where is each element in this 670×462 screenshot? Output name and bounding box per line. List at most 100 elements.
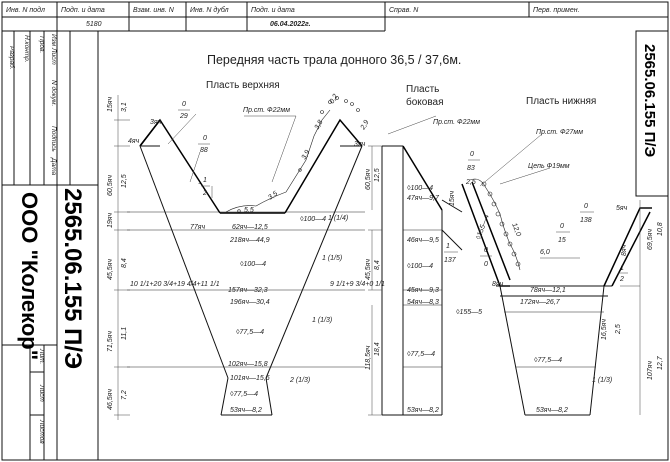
rope-top-path (225, 109, 331, 213)
side-dim-8-4: 8,4 (374, 260, 381, 270)
dim-8-4: 8,4 (121, 258, 128, 268)
podp-data-2: Подп. и дата (251, 6, 295, 14)
frac-29: 29 (179, 113, 188, 120)
row-196yach: 196яч—30,4 (230, 299, 270, 306)
row-218yach: 218яч—44,9 (229, 237, 270, 244)
sprav-n: Справ. N (389, 7, 419, 14)
frac-1-1-4: 1 (1/4) (328, 215, 348, 222)
val-3-9: 3,9 (301, 149, 312, 161)
bot-dim-10-8: 10,8 (657, 222, 664, 236)
frac-0b: 0 (203, 135, 207, 142)
svg-text:−: − (198, 181, 202, 188)
date-value: 06.04.2022г. (270, 21, 311, 28)
svg-text:15: 15 (558, 237, 566, 244)
val-3-5: 3,5 (267, 190, 279, 201)
lbl-rope27: Пр.ст. Ф27мм (536, 129, 583, 136)
mesh-100-4b: ◊100—4 (240, 261, 266, 268)
bottom-leaders (479, 133, 641, 415)
left-strip-cols (2, 31, 98, 460)
frac-88: 88 (200, 147, 208, 154)
mesh-155-5: ◊155—5 (456, 309, 482, 316)
bot-dim-2-5: 2,5 (615, 324, 622, 335)
svg-text:137: 137 (444, 257, 457, 264)
lbl-8yach: 8яч (492, 281, 504, 288)
mesh-100-4a: ◊100—4 (300, 216, 326, 223)
stamp-top-labels: Инв. N подл Подп. и дата Взам. инв. N Ин… (6, 6, 580, 28)
dim-15yach: 15яч (107, 96, 114, 112)
doc-number-left: 2565.06.155 П/Э (59, 188, 86, 369)
val-6-0: 6,0 (540, 249, 550, 256)
bot-frac-1-3: 1 (1/3) (592, 377, 612, 384)
svg-text:1: 1 (446, 243, 450, 250)
col-list: Лист (50, 47, 57, 65)
perv-primen: Перв. примен. (533, 7, 580, 14)
lbl-listov: Листов (38, 419, 45, 444)
bot-r1: 78яч—12,1 (530, 287, 566, 294)
bot-dim-107: 107яч (647, 361, 654, 380)
frac-0: 0 (182, 101, 186, 108)
lbl-5yach: 5яч (616, 205, 628, 212)
val-5-5: 5,5 (244, 207, 254, 214)
lbl-nkontr: Н.контр. (23, 35, 30, 63)
bottom-panel-labels: Пр.ст. Ф27мм Цепь Ф19мм 0 83 2,5 12,0 5я… (456, 129, 664, 414)
company-name: ООО "Колекор" (17, 192, 42, 360)
bot-r2: 172яч—26,7 (520, 299, 561, 306)
col-podpis: Подпись (50, 126, 58, 152)
svg-text:0: 0 (584, 203, 588, 210)
side-dim-18-4: 18,4 (374, 342, 381, 356)
vzam-inv: Взам. инв. N (133, 7, 175, 14)
svg-text:1: 1 (620, 265, 624, 272)
lbl-vyach: 8яч (621, 244, 628, 256)
side-mesh-100b: ◊100—4 (407, 263, 433, 270)
svg-text:3яч: 3яч (354, 141, 366, 148)
val-2-9: 2,9 (359, 119, 370, 132)
top-panel-outline (127, 118, 365, 416)
row-101yach: 101яч—15,6 (230, 375, 270, 382)
panel-top-label: Пласть верхняя (206, 80, 280, 91)
side-mesh-100a: ◊100—4 (407, 185, 433, 192)
dim-46-5yach: 46,5яч (107, 389, 114, 410)
rope-top-dots (237, 96, 360, 213)
dim-71-5yach: 71,5яч (107, 331, 114, 352)
svg-text:2: 2 (202, 190, 207, 197)
side-dim-45-5: 45,5яч (365, 259, 372, 280)
chain-links (481, 181, 521, 267)
val-2-5: 2,5 (465, 179, 476, 186)
val-0-2: 0,2 (329, 93, 340, 105)
panel-side-label-1: Пласть (406, 84, 439, 95)
bot-mesh-77: ◊77,5—4 (534, 357, 562, 364)
inv-podl: Инв. N подл (6, 6, 45, 14)
num-5180: 5180 (86, 21, 102, 28)
svg-text:1: 1 (203, 177, 207, 184)
top-panel-labels: 4яч 3яч 0 29 0 88 1 − 2 Пр.ст. Ф22мм 5,5… (128, 93, 371, 414)
lbl-4yach: 4яч (128, 138, 140, 145)
side-dim-lines (368, 115, 437, 416)
dim-3-1: 3,1 (121, 102, 128, 112)
side-r4: 54яч—8,3 (407, 299, 439, 306)
inv-dubl: Инв. N дубл (190, 6, 229, 14)
svg-text:0: 0 (484, 261, 488, 268)
bot-dim-16-5: 16,5яч (601, 319, 608, 340)
bot-r3: 53яч—8,2 (536, 407, 568, 414)
row-77yach: 77яч (190, 224, 206, 231)
svg-text:83: 83 (467, 165, 475, 172)
lbl-prov: Пров. (38, 36, 45, 53)
top-left-dims: 15яч 3,1 60,5яч 12,5 19яч 45,5яч 8,4 71,… (107, 96, 128, 410)
side-dim-118-5: 118,5яч (365, 345, 372, 370)
bot-dim-12-7: 12,7 (657, 355, 664, 370)
dim-45-5yach: 45,5яч (107, 259, 114, 280)
frac-1-3a: 1 (1/3) (312, 317, 332, 324)
stamp-top-cells (56, 2, 530, 31)
row-102yach: 102яч—15,8 (228, 361, 268, 368)
lbl-3yach: 3яч (150, 119, 162, 126)
col-data: Дата (50, 157, 57, 176)
bottom-panel-outline (461, 181, 652, 416)
lbl-rope22-top: Пр.ст. Ф22мм (243, 107, 290, 114)
side-dim-12-5: 12,5 (374, 168, 381, 182)
lbl-rope22-side: Пр.ст. Ф22мм (433, 119, 480, 126)
dim-19yach: 19яч (107, 212, 114, 228)
row-53yach: 53яч—8,2 (230, 407, 262, 414)
side-r2: 46яч—9,5 (407, 237, 439, 244)
